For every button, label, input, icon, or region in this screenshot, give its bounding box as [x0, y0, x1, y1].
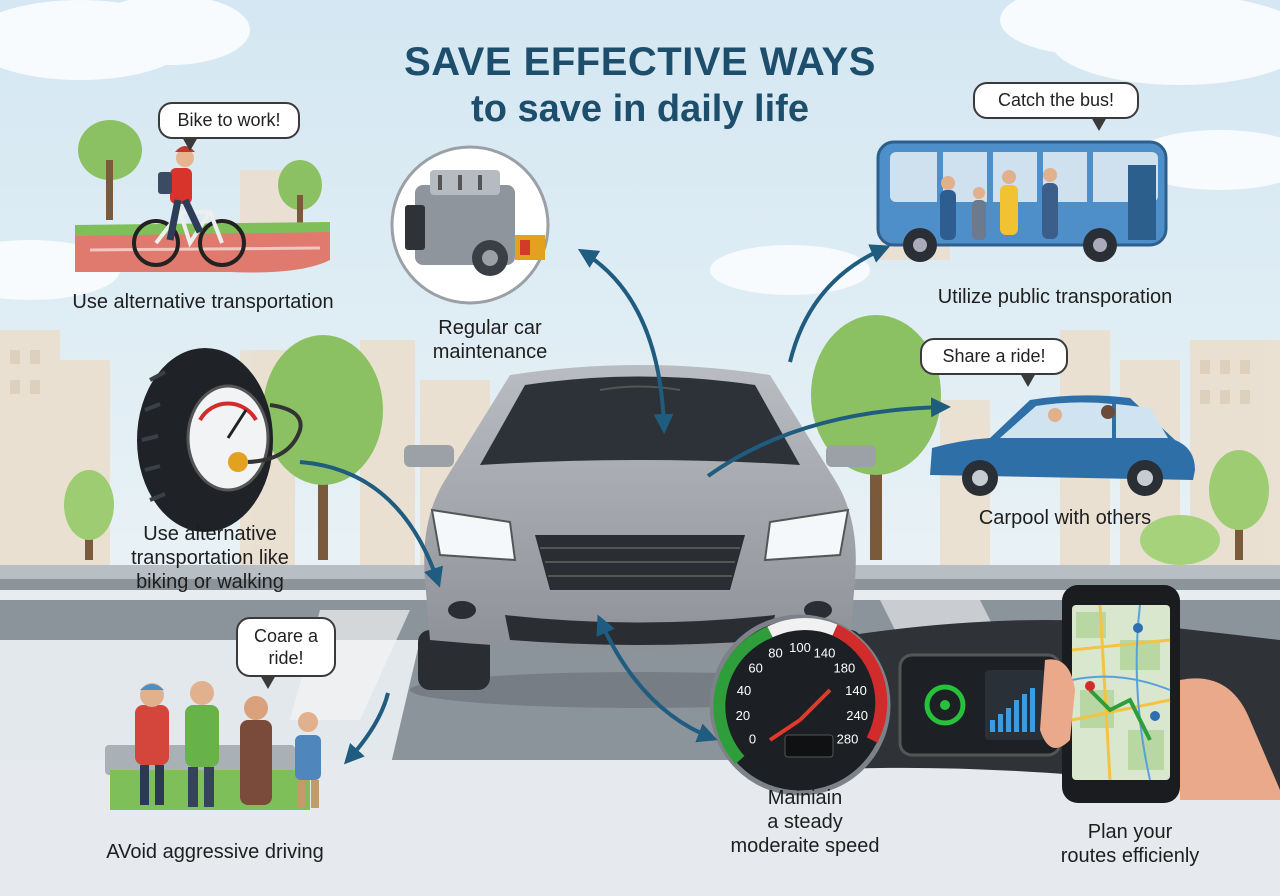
caption-routes-line-1: Plan your [1087, 821, 1173, 843]
bubble-people-line-1: Coare a [253, 626, 319, 646]
caption-tire-line-3: biking or walking [136, 571, 284, 593]
speedometer-tick-5: 100 [789, 640, 811, 655]
connector-arrows [299, 244, 951, 765]
caption-people: AVoid aggressive driving [106, 841, 324, 863]
speedometer-tick-4: 80 [768, 645, 782, 660]
speedometer-tick-7: 180 [834, 661, 856, 676]
engine-icon [390, 145, 550, 305]
caption-tire-line-1: Use alternative [143, 523, 277, 545]
bus-icon [876, 140, 1168, 262]
speedometer-tick-10: 280 [837, 731, 859, 746]
caption-bike: Use alternative transportation [72, 291, 334, 313]
speedometer-tick-9: 240 [846, 708, 868, 723]
caption-routes: Plan your routes efficienly [1015, 820, 1245, 868]
blue-car-icon [930, 395, 1195, 496]
caption-routes-line-2: routes efficienly [1060, 845, 1200, 867]
speedometer-tick-8: 140 [845, 683, 867, 698]
title-line-1: SAVE EFFECTIVE WAYS [404, 40, 876, 84]
tire-gauge-icon [137, 348, 303, 532]
caption-tire-line-2: transportation like [131, 547, 289, 569]
speedometer-tick-2: 40 [737, 683, 751, 698]
speedometer-tick-0: 0 [749, 731, 756, 746]
bubble-people-line-2: ride! [268, 648, 304, 668]
speedometer-tick-1: 20 [736, 708, 750, 723]
phone-map-icon [1040, 585, 1280, 803]
speedometer-tick-3: 60 [748, 661, 762, 676]
caption-bus: Utilize public transporation [937, 286, 1173, 308]
caption-speed-line-3: moderaite speed [730, 835, 880, 857]
caption-tire: Use alternative transportation like biki… [100, 522, 320, 594]
caption-carpool: Carpool with others [978, 507, 1152, 529]
people-group-icon [105, 681, 321, 810]
bike-scene [75, 120, 330, 273]
bubble-bus: Catch the bus! [973, 82, 1139, 131]
bubble-bike: Bike to work! [158, 102, 300, 151]
title-line-2: to save in daily life [471, 88, 809, 130]
speedometer-tick-6: 140 [814, 645, 836, 660]
caption-speed-line-1: Mainiain [767, 787, 843, 809]
caption-maintenance-line-2: maintenance [432, 341, 548, 363]
bubble-people: Coare a ride! [236, 617, 336, 689]
caption-maintenance: Regular car maintenance [395, 316, 585, 364]
bubble-carpool: Share a ride! [920, 338, 1068, 387]
caption-speed-line-2: a steady [767, 811, 843, 833]
caption-speed: Mainiain a steady moderaite speed [700, 786, 910, 858]
caption-maintenance-line-1: Regular car [438, 317, 542, 339]
